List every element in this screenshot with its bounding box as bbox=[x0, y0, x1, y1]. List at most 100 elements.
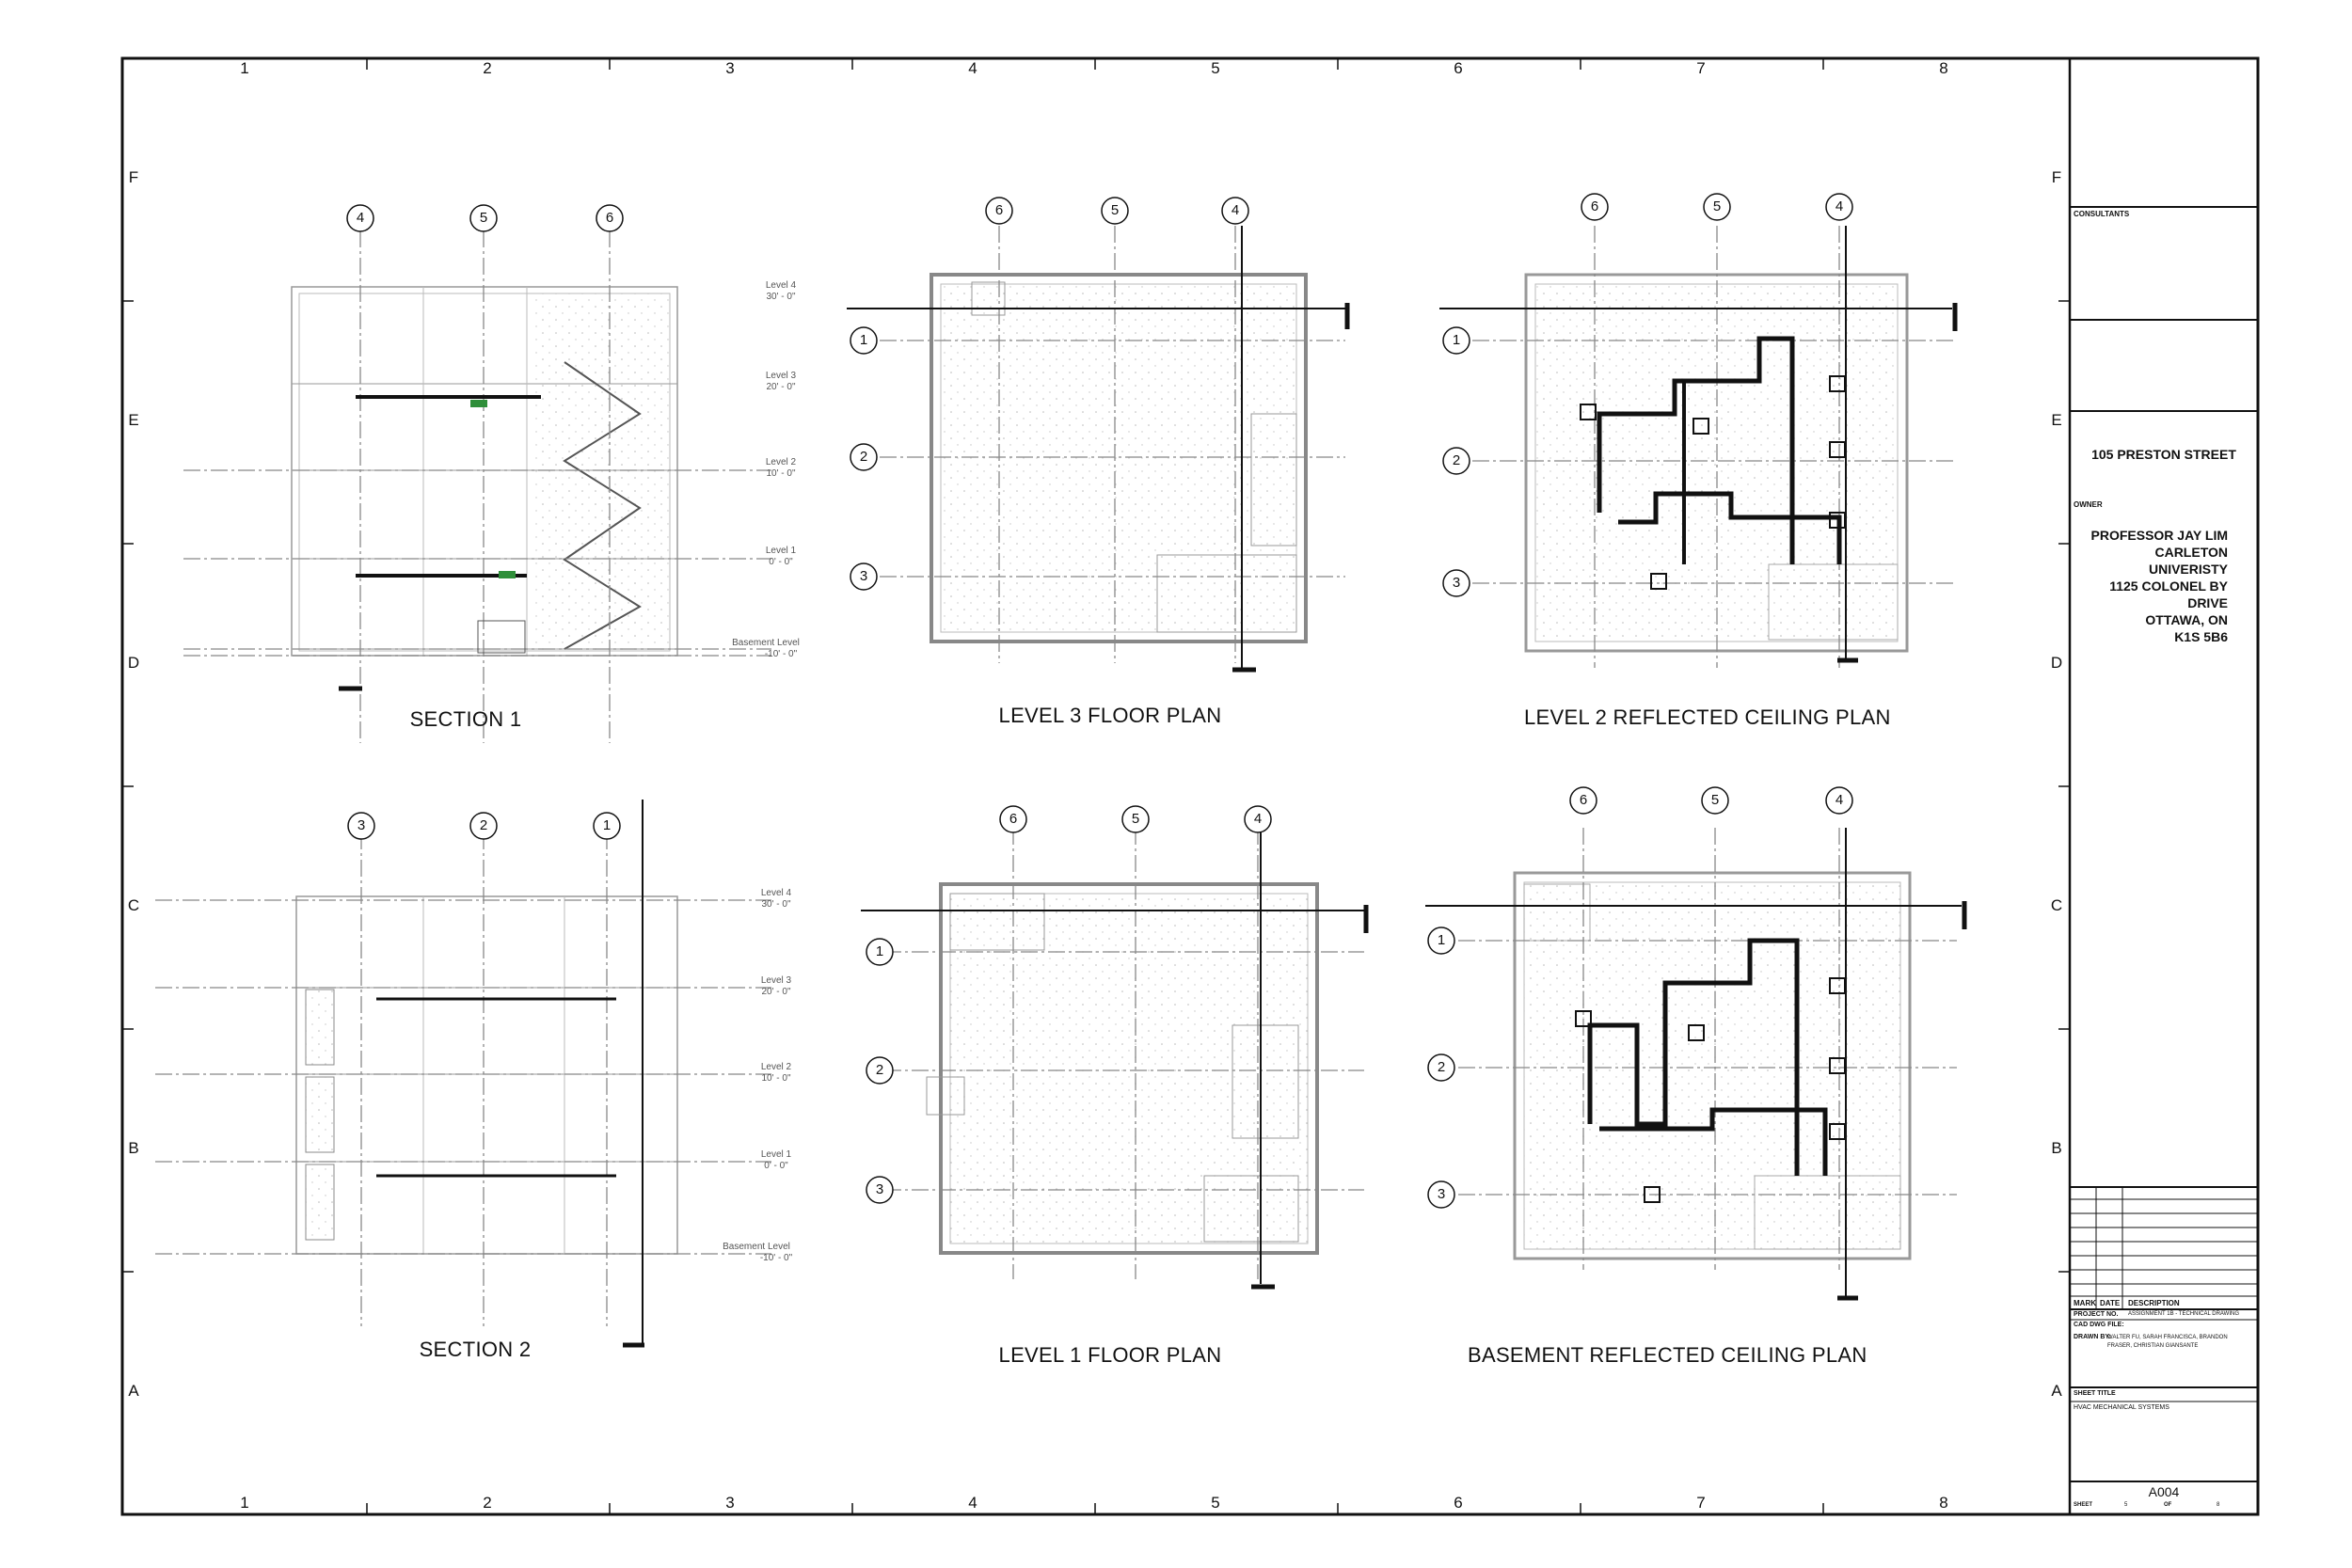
grid-bubble-label: 1 bbox=[1437, 932, 1446, 948]
row-label-right-B: B bbox=[2051, 1139, 2062, 1157]
grid-bubble-label: 4 bbox=[1835, 198, 1844, 214]
revision-header-mark: MARK bbox=[2074, 1299, 2096, 1307]
basement-reflected-ceiling-plan bbox=[1425, 828, 1967, 1301]
row-label-left-E: E bbox=[128, 411, 139, 429]
grid-bubble-label: 6 bbox=[1009, 811, 1018, 827]
cad-file-label: CAD DWG FILE: bbox=[2074, 1322, 2124, 1328]
view-title-level-1: LEVEL 1 FLOOR PLAN bbox=[998, 1343, 1222, 1367]
of-label: OF bbox=[2164, 1502, 2172, 1508]
consultants-label: CONSULTANTS bbox=[2074, 210, 2130, 218]
column-label-bottom-6: 6 bbox=[1454, 1494, 1463, 1512]
column-label-top-4: 4 bbox=[968, 59, 977, 77]
row-label-left-F: F bbox=[128, 168, 139, 186]
project-no-value: ASSIGNMENT 1B - TECHNICAL DRAWING bbox=[2128, 1311, 2240, 1317]
drawn-by-value: WALTER FU, SARAH FRANCISCA, BRANDON FRAS… bbox=[2107, 1335, 2228, 1349]
view-title-level-2-rcp: LEVEL 2 REFLECTED CEILING PLAN bbox=[1524, 705, 1891, 729]
level-tag-elev: 10' - 0" bbox=[761, 1073, 791, 1084]
level-tag-name: Level 4 bbox=[765, 280, 797, 291]
row-label-left-A: A bbox=[128, 1382, 139, 1400]
grid-bubble-label: 5 bbox=[479, 210, 488, 226]
column-label-bottom-1: 1 bbox=[240, 1494, 249, 1512]
view-title-section-1: SECTION 1 bbox=[409, 707, 522, 731]
level-tag-name: Basement Level bbox=[732, 638, 800, 648]
row-label-right-F: F bbox=[2051, 168, 2062, 186]
grid-bubble-label: 4 bbox=[356, 210, 365, 226]
column-label-bottom-3: 3 bbox=[725, 1494, 735, 1512]
grid-bubble-label: 2 bbox=[859, 449, 868, 465]
sheet-title-label: SHEET TITLE bbox=[2074, 1390, 2116, 1397]
level-tag-name: Level 1 bbox=[760, 1149, 792, 1160]
column-label-top-3: 3 bbox=[725, 59, 735, 77]
sheet-number: A004 bbox=[2148, 1484, 2180, 1499]
level-tag-name: Level 3 bbox=[765, 371, 797, 381]
grid-bubble-label: 4 bbox=[1231, 202, 1240, 218]
grid-bubble-label: 4 bbox=[1835, 792, 1844, 808]
level-tag-name: Level 2 bbox=[760, 1062, 792, 1072]
column-label-top-8: 8 bbox=[1939, 59, 1948, 77]
sheet-index: 5 bbox=[2124, 1502, 2128, 1508]
revision-header-date: DATE bbox=[2100, 1299, 2121, 1307]
column-label-bottom-4: 4 bbox=[968, 1494, 977, 1512]
project-address: 105 PRESTON STREET bbox=[2091, 447, 2236, 462]
grid-bubble-label: 5 bbox=[1131, 811, 1140, 827]
level-tag-name: Basement Level bbox=[723, 1242, 790, 1252]
section-2-view bbox=[155, 800, 771, 1348]
grid-bubble-label: 5 bbox=[1710, 792, 1720, 808]
grid-bubble-label: 5 bbox=[1110, 202, 1120, 218]
row-label-right-E: E bbox=[2051, 411, 2062, 429]
level-tag-elev: 20' - 0" bbox=[766, 382, 796, 392]
level-tag-elev: -10' - 0" bbox=[764, 649, 798, 659]
row-label-right-C: C bbox=[2050, 896, 2063, 914]
sheet-border bbox=[120, 56, 2260, 1516]
sheet-total: 8 bbox=[2217, 1502, 2220, 1508]
column-label-bottom-8: 8 bbox=[1939, 1494, 1948, 1512]
grid-bubble-label: 2 bbox=[1452, 452, 1461, 468]
border-ticks bbox=[122, 58, 2070, 1514]
row-label-left-C: C bbox=[127, 896, 140, 914]
title-block-lines bbox=[2070, 206, 2258, 1482]
level-tag-name: Level 2 bbox=[765, 457, 797, 467]
grid-bubble-label: 2 bbox=[875, 1062, 884, 1078]
owner-block: PROFESSOR JAY LIM CARLETON UNIVERISTY 11… bbox=[2079, 527, 2253, 645]
level-tag-name: Level 3 bbox=[760, 975, 792, 986]
level-tag-elev: 0' - 0" bbox=[769, 557, 793, 567]
grid-bubble-label: 6 bbox=[1579, 792, 1588, 808]
section-1-view bbox=[183, 230, 771, 743]
column-label-top-2: 2 bbox=[483, 59, 492, 77]
column-label-bottom-7: 7 bbox=[1696, 1494, 1706, 1512]
row-label-left-D: D bbox=[127, 654, 140, 672]
level-tag-elev: 30' - 0" bbox=[766, 292, 796, 302]
level-tag-elev: 10' - 0" bbox=[766, 468, 796, 479]
owner-line: PROFESSOR JAY LIM bbox=[2090, 528, 2228, 543]
level-2-reflected-ceiling-plan bbox=[1439, 226, 1958, 668]
level-tag-elev: 0' - 0" bbox=[764, 1161, 788, 1171]
row-label-right-A: A bbox=[2051, 1382, 2062, 1400]
owner-line: OTTAWA, ON bbox=[2145, 612, 2228, 627]
level-tag-name: Level 1 bbox=[765, 546, 797, 556]
grid-bubble-label: 6 bbox=[1590, 198, 1599, 214]
grid-bubble-label: 3 bbox=[859, 568, 868, 584]
level-tag-name: Level 4 bbox=[760, 888, 792, 898]
grid-bubble-label: 3 bbox=[1437, 1186, 1446, 1202]
row-label-right-D: D bbox=[2050, 654, 2063, 672]
grid-bubble-label: 3 bbox=[1452, 575, 1461, 591]
level-tag-elev: 20' - 0" bbox=[761, 987, 791, 997]
owner-label: OWNER bbox=[2074, 500, 2103, 509]
sheet-label: SHEET bbox=[2074, 1502, 2093, 1508]
row-label-left-B: B bbox=[128, 1139, 139, 1157]
project-no-label: PROJECT NO. bbox=[2074, 1311, 2119, 1318]
level-tag-elev: 30' - 0" bbox=[761, 899, 791, 910]
grid-bubble-label: 4 bbox=[1253, 811, 1263, 827]
drawn-by-label: DRAWN BY: bbox=[2074, 1334, 2111, 1340]
grid-bubble-label: 1 bbox=[875, 943, 884, 959]
sheet-title-value: HVAC MECHANICAL SYSTEMS bbox=[2074, 1404, 2169, 1411]
grid-bubble-label: 2 bbox=[479, 817, 488, 833]
grid-bubble-label: 3 bbox=[357, 817, 366, 833]
view-title-level-3: LEVEL 3 FLOOR PLAN bbox=[998, 704, 1222, 727]
revision-header-description: DESCRIPTION bbox=[2128, 1299, 2180, 1307]
owner-line: K1S 5B6 bbox=[2174, 629, 2228, 644]
column-label-bottom-2: 2 bbox=[483, 1494, 492, 1512]
grid-bubble-label: 2 bbox=[1437, 1059, 1446, 1075]
owner-line: CARLETON UNIVERISTY bbox=[2148, 545, 2228, 577]
column-label-bottom-5: 5 bbox=[1211, 1494, 1220, 1512]
